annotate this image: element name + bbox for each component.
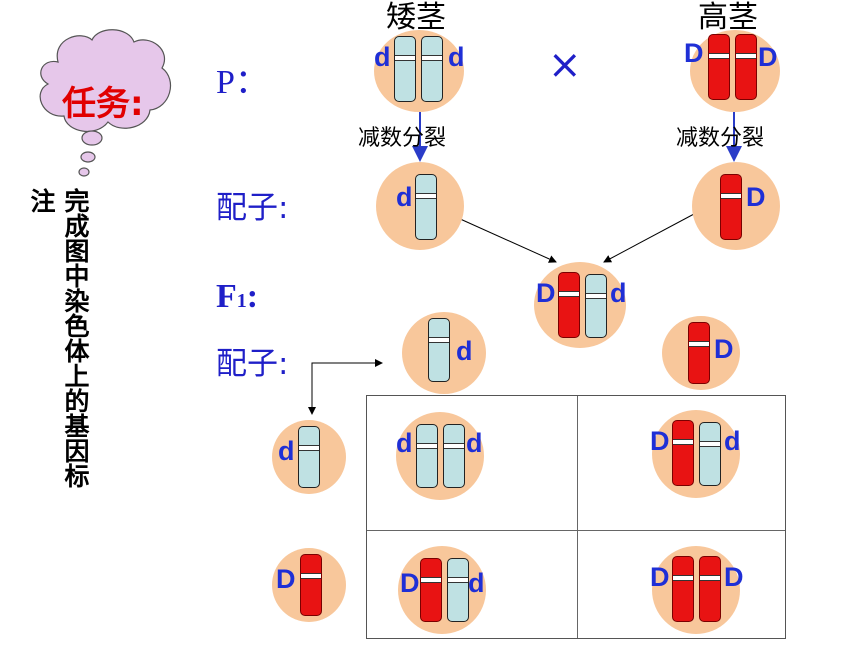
allele-label: D <box>650 426 670 456</box>
allele-label: D <box>746 182 766 212</box>
allele-label: d <box>610 278 627 308</box>
note-label: 注 <box>27 188 56 213</box>
chromosome-dominant <box>720 174 742 240</box>
chromosome-dominant <box>708 34 730 100</box>
f1-label: F1: <box>216 278 259 315</box>
chromosome-recessive <box>443 424 465 488</box>
tall-stem-title: 高茎 <box>698 0 758 35</box>
offspring-Dd-cell: D d <box>650 410 741 498</box>
chromosome-dominant <box>558 272 580 338</box>
gamete-row-arrow <box>311 359 383 410</box>
offspring-Dd-cell: D d <box>398 546 486 634</box>
allele-label: d <box>468 568 485 598</box>
chromosome-dominant <box>699 556 721 622</box>
p-label: P： <box>216 64 269 101</box>
f1-gamete-recessive-top: d <box>402 312 486 394</box>
allele-label: D <box>276 564 296 594</box>
gamete-label-2: 配子: <box>216 346 289 382</box>
short-stem-title: 矮茎 <box>386 0 446 35</box>
f1-gamete-dominant-top: D <box>662 316 740 390</box>
meiosis-label-right: 减数分裂 <box>676 126 765 151</box>
allele-label: d <box>466 428 483 458</box>
gamete-dominant-cell: D <box>692 162 780 250</box>
gamete-recessive-cell: d <box>376 162 464 250</box>
allele-label: D <box>684 38 704 68</box>
chromosome-recessive <box>585 274 607 338</box>
allele-label: d <box>448 42 465 72</box>
chromosome-dominant <box>688 322 710 384</box>
gamete-label-1: 配子: <box>216 190 289 226</box>
allele-label: D <box>536 278 556 308</box>
chromosome-dominant <box>420 558 442 622</box>
chromosome-recessive <box>428 318 450 382</box>
chromosome-dominant <box>300 554 322 616</box>
allele-label: D <box>714 334 734 364</box>
task-cloud-icon <box>39 29 172 177</box>
cross-symbol: × <box>548 42 582 88</box>
f1-gamete-dominant-side: D <box>272 548 346 622</box>
grid-divider <box>367 530 785 531</box>
parent-short-cell: d d <box>374 30 465 112</box>
allele-label: D <box>400 568 420 598</box>
allele-label: d <box>396 182 413 212</box>
allele-label: D <box>650 562 670 592</box>
allele-label: d <box>374 42 391 72</box>
chromosome-recessive <box>415 174 437 240</box>
chromosome-recessive <box>416 424 438 488</box>
chromosome-recessive <box>447 558 469 622</box>
chromosome-dominant <box>672 556 694 622</box>
allele-label: D <box>724 562 744 592</box>
punnett-square <box>366 395 786 639</box>
task-label: 任务: <box>62 84 144 124</box>
parent-tall-cell: D D <box>684 30 780 112</box>
offspring-DD-cell: D D <box>650 546 744 634</box>
chromosome-dominant <box>735 34 757 100</box>
allele-label: d <box>396 428 413 458</box>
allele-label: D <box>758 42 778 72</box>
fertilization-arrow-right <box>603 213 695 263</box>
chromosome-recessive <box>421 36 443 102</box>
f1-gamete-recessive-side: d <box>272 420 346 494</box>
f1-cell: D d <box>534 262 627 348</box>
meiosis-label-left: 减数分裂 <box>358 126 447 151</box>
allele-label: d <box>278 436 295 466</box>
offspring-dd-cell: d d <box>396 412 484 500</box>
chromosome-recessive <box>394 36 416 102</box>
chromosome-recessive <box>699 422 721 486</box>
note-text: 完成图中染色体上的基因标 <box>61 188 90 488</box>
fertilization-arrow-left <box>457 217 557 263</box>
chromosome-recessive <box>298 426 320 488</box>
chromosome-dominant <box>672 420 694 486</box>
allele-label: d <box>724 426 741 456</box>
allele-label: d <box>456 336 473 366</box>
grid-divider <box>577 396 578 638</box>
